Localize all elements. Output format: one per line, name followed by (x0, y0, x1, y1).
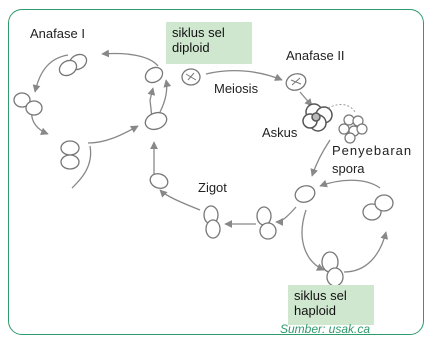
arrow (205, 70, 283, 81)
cell (58, 59, 78, 77)
arrow (327, 104, 356, 113)
dividing-cell (256, 206, 277, 240)
diploid-cycle (13, 49, 277, 240)
label-penyebaran: Penyebaran (332, 143, 413, 158)
label-zigot: Zigot (198, 180, 227, 195)
dividing-cell (60, 140, 80, 170)
box-haploid-cycle: siklus sel haploid (288, 285, 374, 325)
arrow (159, 79, 172, 113)
arrow (87, 125, 139, 144)
budding-cell (321, 251, 344, 287)
label-askus: Askus (262, 125, 298, 140)
meiosis-path (181, 68, 313, 107)
arrow (310, 139, 331, 177)
arrow (343, 231, 389, 273)
haploid-cycle (224, 139, 394, 287)
cell (144, 66, 164, 84)
arrow (275, 206, 297, 226)
arrow (32, 54, 69, 93)
box-haploid-line1: siklus sel (294, 288, 347, 303)
source-credit: Sumber: usak.ca (280, 322, 371, 336)
label-anafase-ii: Anafase II (286, 48, 345, 63)
label-meiosis: Meiosis (214, 81, 259, 96)
box-haploid-line2: haploid (294, 303, 336, 318)
label-anafase-i: Anafase I (30, 26, 85, 41)
zygote-cell (203, 205, 221, 239)
arrow (301, 209, 325, 271)
arrow (319, 179, 381, 189)
cell (149, 173, 169, 189)
arrow (159, 189, 201, 211)
label-spora: spora (332, 161, 365, 176)
arrow (71, 145, 92, 189)
box-diploid-line1: siklus sel (172, 25, 225, 40)
arrow (101, 49, 159, 67)
budding-cell (362, 194, 394, 221)
dividing-cell (13, 92, 43, 116)
box-diploid-cycle: siklus sel diploid (166, 22, 252, 64)
cell (294, 185, 316, 203)
figure-frame (8, 9, 424, 335)
ascus (302, 103, 333, 132)
arrow (299, 91, 313, 107)
box-diploid-line2: diploid (172, 40, 210, 55)
spores (338, 114, 368, 144)
cell (144, 111, 168, 131)
